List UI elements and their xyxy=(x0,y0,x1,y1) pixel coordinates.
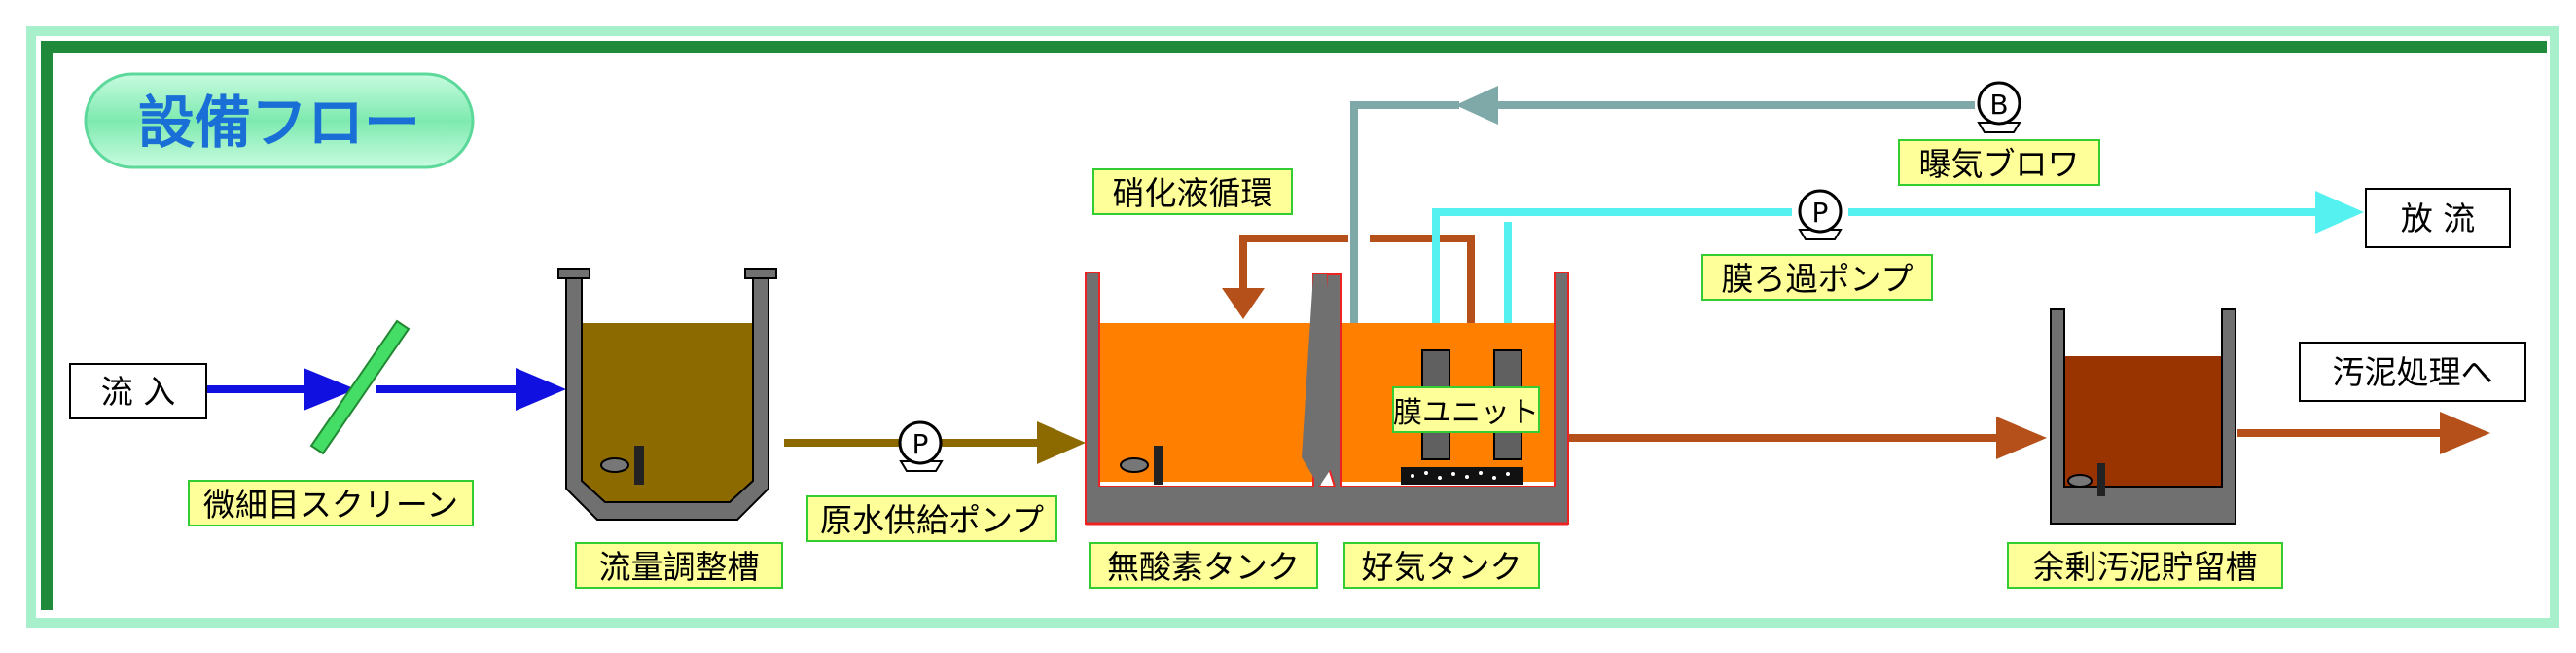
svg-text:放 流: 放 流 xyxy=(2401,200,2476,237)
svg-text:好気タンク: 好気タンク xyxy=(1362,548,1522,586)
label-raw-water-pump: 原水供給ポンプ xyxy=(806,495,1057,542)
label-discharge: 放 流 xyxy=(2365,188,2511,248)
page-title: 設備フロー xyxy=(138,90,420,156)
svg-text:流量調整槽: 流量調整槽 xyxy=(599,548,760,586)
mixer-icon xyxy=(1120,446,1163,485)
svg-text:P: P xyxy=(912,428,929,460)
label-to-sludge-treatment: 汚泥処理へ xyxy=(2299,342,2526,402)
label-screen: 微細目スクリーン xyxy=(188,480,474,526)
inflow-arrow xyxy=(206,368,566,411)
aeration-blower-icon: B xyxy=(1977,81,2021,133)
svg-text:微細目スクリーン: 微細目スクリーン xyxy=(203,486,458,524)
svg-text:P: P xyxy=(1812,197,1829,229)
label-membrane-filtration-pump: 膜ろ過ポンプ xyxy=(1701,254,1933,301)
mixer-icon xyxy=(2067,463,2105,496)
sludge-treatment-line xyxy=(2237,412,2490,454)
svg-text:膜ろ過ポンプ: 膜ろ過ポンプ xyxy=(1721,260,1913,298)
label-anoxic-tank: 無酸素タンク xyxy=(1089,542,1318,589)
sludge-storage-tank xyxy=(2050,308,2236,525)
raw-water-pump-icon: P xyxy=(898,420,944,472)
permeate-line xyxy=(1432,191,2364,350)
svg-text:流 入: 流 入 xyxy=(101,373,176,411)
label-aeration-blower: 曝気ブロワ xyxy=(1898,139,2100,186)
svg-text:膜ユニット: 膜ユニット xyxy=(1393,396,1539,430)
svg-text:無酸素タンク: 無酸素タンク xyxy=(1107,548,1300,586)
svg-text:曝気ブロワ: 曝気ブロワ xyxy=(1919,145,2080,183)
mixer-icon xyxy=(600,446,644,485)
svg-text:B: B xyxy=(1989,89,2008,121)
label-membrane-unit: 膜ユニット xyxy=(1392,386,1540,433)
title-badge: 設備フロー xyxy=(84,72,475,169)
svg-text:汚泥処理へ: 汚泥処理へ xyxy=(2333,353,2493,391)
membrane-filtration-pump-icon: P xyxy=(1798,189,1843,240)
svg-text:硝化液循環: 硝化液循環 xyxy=(1113,174,1273,212)
label-equalization-tank: 流量調整槽 xyxy=(575,542,783,589)
label-inflow: 流 入 xyxy=(69,363,207,419)
diffuser-icon xyxy=(1401,467,1523,485)
sludge-transfer-line xyxy=(1555,417,2047,459)
label-aerobic-tank: 好気タンク xyxy=(1343,542,1540,589)
equalization-tank xyxy=(557,268,777,521)
label-sludge-storage-tank: 余剰汚泥貯留槽 xyxy=(2007,542,2283,589)
label-nitrified-recirculation: 硝化液循環 xyxy=(1092,168,1293,215)
svg-text:原水供給ポンプ: 原水供給ポンプ xyxy=(820,501,1044,539)
svg-text:余剰汚泥貯留槽: 余剰汚泥貯留槽 xyxy=(2033,548,2258,586)
fine-screen xyxy=(309,319,411,455)
recirculation-line xyxy=(1222,235,1475,350)
